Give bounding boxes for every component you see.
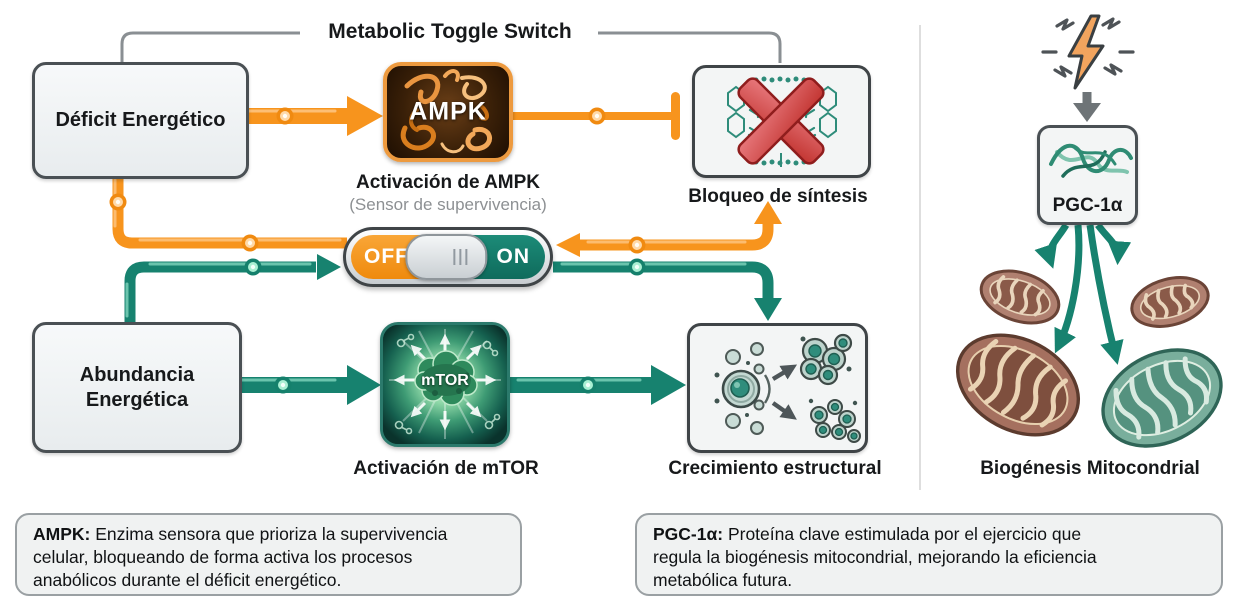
caption-activacion-mtor: Activación de mTOR <box>353 458 539 479</box>
teal-fan-pgc-to-mitochondria <box>1034 222 1132 365</box>
toggle-knob <box>405 234 488 280</box>
page-title: Metabolic Toggle Switch <box>328 20 572 43</box>
teal-connector-toggle-to-crecimiento <box>553 258 782 321</box>
mitochondria-icon <box>955 333 1081 437</box>
mtor-protein-icon <box>383 325 507 444</box>
orange-connector-deficit-to-toggle <box>109 173 347 252</box>
caption-crecimiento-estructural: Crecimiento estructural <box>668 458 882 479</box>
node-bloqueo-sintesis <box>692 65 871 178</box>
cell-growth-icon <box>714 333 861 443</box>
caption-sensor-supervivencia: (Sensor de supervivencia) <box>349 195 547 214</box>
caption-biogenesis-mitocondrial: Biogénesis Mitocondrial <box>980 458 1200 479</box>
mtor-tile-text: mTOR <box>421 371 469 389</box>
orange-connector-toggle-bloqueo-feedback <box>556 201 782 257</box>
red-x-icon <box>737 77 825 165</box>
gray-arrow-exercise-to-pgc <box>1073 92 1101 122</box>
inhibition-tbar <box>671 92 680 140</box>
toggle-switch: OFF ON <box>343 227 553 287</box>
teal-connector-abundancia-to-toggle <box>124 254 341 322</box>
mtor-tile: mTOR <box>380 322 510 447</box>
pgc1a-protein-icon <box>1049 143 1133 178</box>
pgc1a-label: PGC-1α <box>1052 195 1123 216</box>
note-ampk-text: Enzima sensora que prioriza la supervive… <box>33 524 448 590</box>
note-ampk-lead: AMPK: <box>33 524 91 544</box>
teal-arrow-mtor-to-crecimiento <box>510 365 686 405</box>
note-ampk: AMPK: Enzima sensora que prioriza la sup… <box>15 513 522 596</box>
mitochondria-icon <box>1130 276 1210 328</box>
node-crecimiento-estructural <box>687 323 868 453</box>
mitochondria-icon <box>1101 348 1223 448</box>
node-deficit-label: Déficit Energético <box>55 109 226 131</box>
ampk-tile-text: AMPK <box>409 97 487 126</box>
orange-inhibitor-ampk-to-bloqueo <box>513 92 680 140</box>
caption-activacion-ampk: Activación de AMPK <box>355 172 541 193</box>
mitochondria-group <box>955 269 1223 448</box>
caption-bloqueo-sintesis: Bloqueo de síntesis <box>688 186 868 207</box>
mitochondria-icon <box>979 269 1061 325</box>
node-pgc1a: PGC-1α <box>1037 125 1138 225</box>
ampk-tile: AMPK <box>383 62 513 162</box>
lightning-icon <box>1041 14 1135 90</box>
ampk-protein-icon <box>400 69 492 154</box>
node-deficit-energetico: Déficit Energético <box>32 62 249 179</box>
node-abundancia-energetica: Abundancia Energética <box>32 322 242 453</box>
node-abundancia-label: Abundancia Energética <box>79 363 195 411</box>
note-pgc1a-text: Proteína clave estimulada por el ejercic… <box>653 524 1097 590</box>
note-pgc1a-lead: PGC-1α: <box>653 524 724 544</box>
blocked-synthesis-icon <box>727 76 837 167</box>
note-pgc1a: PGC-1α: Proteína clave estimulada por el… <box>635 513 1223 596</box>
